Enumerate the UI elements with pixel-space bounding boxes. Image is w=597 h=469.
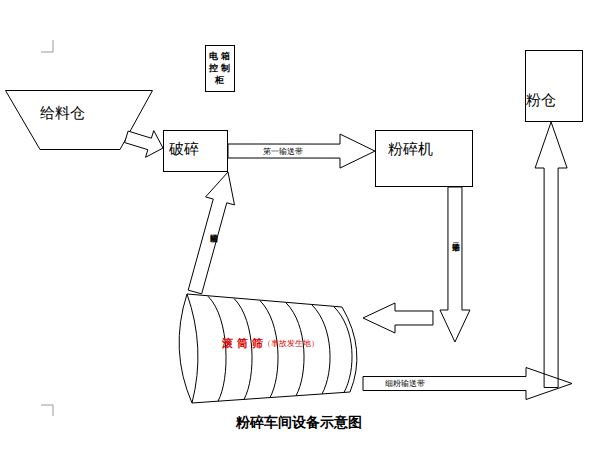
- node-content: 电箱控制柜: [206, 46, 234, 91]
- diagram-title: 粉碎车间设备示意图: [0, 414, 597, 432]
- node-label: 破碎: [169, 140, 199, 158]
- spiral-line: [334, 307, 352, 393]
- node-content: 粉碎机: [376, 131, 472, 186]
- conveyor-arrow: [188, 172, 234, 294]
- conveyor-arrow: [363, 122, 572, 400]
- conveyor-arrow: [363, 187, 470, 342]
- pulverizer-box: 粉碎机: [375, 130, 473, 187]
- node-content: 粉仓: [526, 51, 582, 121]
- conveyor-arrow: [125, 131, 163, 158]
- feed-hopper: 给料仓: [5, 90, 153, 150]
- node-label: 粉仓: [526, 91, 556, 109]
- spiral-line: [286, 303, 304, 396]
- crusher-box: 破碎: [163, 130, 228, 172]
- drum-body: [179, 294, 357, 403]
- node-label: 滚 筒 筛: [222, 337, 263, 350]
- control-cabinet: 电箱控制柜: [205, 45, 235, 92]
- node-label: （事故发生地）: [263, 339, 319, 349]
- conveyor-label: 第一输送带: [263, 148, 303, 156]
- drum-screen: 滚 筒 筛（事故发生地）: [172, 292, 363, 405]
- powder-silo: 粉仓: [525, 50, 583, 122]
- node-label: 电箱控制柜: [209, 50, 233, 86]
- node-label: 给料仓: [40, 104, 85, 122]
- node-content: 滚 筒 筛（事故发生地）: [172, 292, 363, 405]
- node-content: 破碎: [164, 131, 227, 171]
- corner-mark: [41, 405, 53, 416]
- spiral-line: [312, 305, 330, 394]
- node-content: 给料仓: [5, 90, 153, 150]
- conveyor-label: 细粉输送带: [385, 380, 425, 388]
- drum-end: [187, 294, 198, 403]
- drum-outline: [172, 292, 363, 405]
- hopper-shape: [6, 91, 153, 150]
- corner-mark: [41, 40, 53, 52]
- conveyor-arrow: [228, 134, 375, 168]
- node-label: 粉碎机: [388, 140, 433, 158]
